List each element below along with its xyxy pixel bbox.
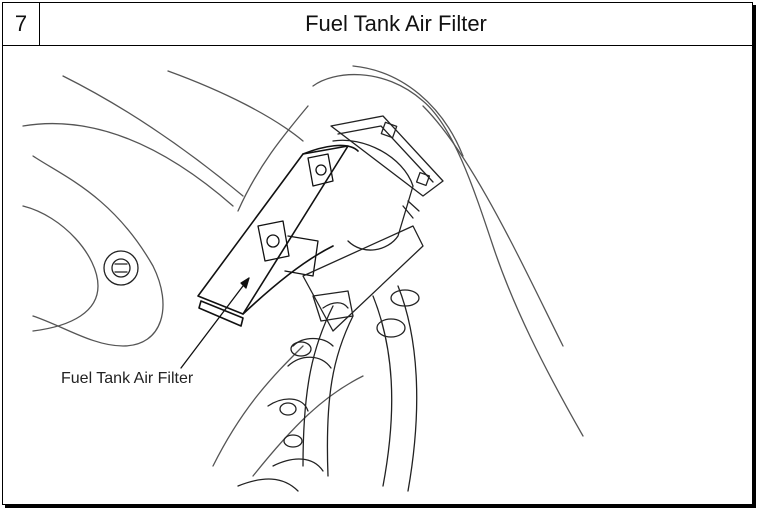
body-contours <box>22 65 584 477</box>
filter-clip-upper <box>307 153 334 187</box>
callout-label: Fuel Tank Air Filter <box>61 370 194 387</box>
fuel-system-illustration <box>22 65 584 492</box>
hoses <box>237 285 420 492</box>
callout-leader <box>180 277 250 369</box>
page-title: Fuel Tank Air Filter <box>305 11 487 36</box>
mount-bracket <box>330 115 444 219</box>
step-number: 7 <box>3 3 40 45</box>
filter-clip-lower <box>257 220 319 277</box>
air-filter-housing <box>197 144 359 327</box>
bolt-icon <box>103 250 139 286</box>
header-row: 7 Fuel Tank Air Filter <box>3 3 752 46</box>
diagram-area: Fuel Tank Air Filter <box>3 46 752 504</box>
canister-body <box>302 139 424 332</box>
figure-frame: 7 Fuel Tank Air Filter <box>2 2 753 505</box>
